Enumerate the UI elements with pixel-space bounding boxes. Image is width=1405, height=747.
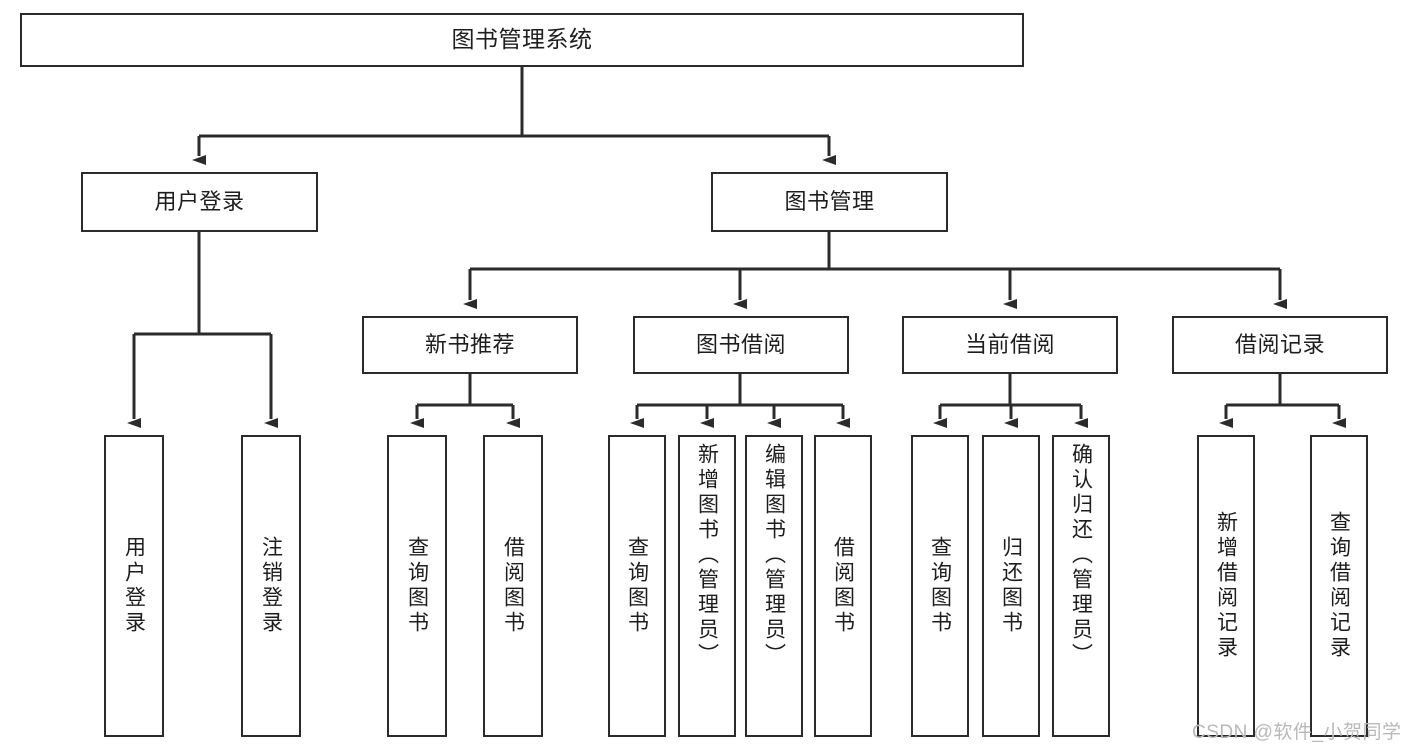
node-label: 图书管理系统 (451, 26, 593, 53)
node-label: 查询借阅记录 (1327, 511, 1351, 661)
node-borrow-record[interactable]: 借阅记录 (1172, 316, 1388, 374)
node-book-management[interactable]: 图书管理 (711, 172, 948, 232)
node-leaf-query-book-1[interactable]: 查询图书 (387, 435, 447, 737)
node-label: 借阅图书 (831, 536, 855, 636)
node-user-login[interactable]: 用户登录 (81, 172, 318, 232)
node-label: 图书借阅 (695, 331, 786, 357)
node-label: 新增图书（管理员） (695, 443, 719, 668)
node-label: 注销登录 (259, 536, 283, 636)
node-label: 借阅图书 (501, 536, 525, 636)
node-root[interactable]: 图书管理系统 (20, 13, 1024, 67)
node-label: 当前借阅 (964, 331, 1055, 357)
node-leaf-user-login[interactable]: 用户登录 (104, 435, 164, 737)
node-leaf-query-record[interactable]: 查询借阅记录 (1310, 435, 1368, 737)
node-label: 查询图书 (928, 536, 952, 636)
node-leaf-query-book-2[interactable]: 查询图书 (608, 435, 666, 737)
node-label: 确认归还（管理员） (1069, 443, 1093, 668)
node-label: 编辑图书（管理员） (762, 443, 786, 668)
node-leaf-query-book-3[interactable]: 查询图书 (911, 435, 969, 737)
node-label: 查询图书 (405, 536, 429, 636)
node-label: 用户登录 (154, 188, 245, 214)
node-label: 借阅记录 (1234, 331, 1325, 357)
node-label: 归还图书 (999, 536, 1023, 636)
node-book-borrow[interactable]: 图书借阅 (633, 316, 849, 374)
node-new-book-recommend[interactable]: 新书推荐 (362, 316, 578, 374)
node-leaf-borrow-book-2[interactable]: 借阅图书 (814, 435, 872, 737)
node-leaf-return-book[interactable]: 归还图书 (982, 435, 1040, 737)
node-leaf-edit-book[interactable]: 编辑图书（管理员） (745, 435, 803, 737)
node-label: 图书管理 (784, 188, 875, 214)
node-label: 新增借阅记录 (1214, 511, 1238, 661)
node-label: 新书推荐 (424, 331, 515, 357)
node-leaf-add-book[interactable]: 新增图书（管理员） (678, 435, 736, 737)
node-label: 用户登录 (122, 536, 146, 636)
node-leaf-confirm-return[interactable]: 确认归还（管理员） (1052, 435, 1110, 737)
node-current-borrow[interactable]: 当前借阅 (902, 316, 1118, 374)
node-leaf-borrow-book-1[interactable]: 借阅图书 (483, 435, 543, 737)
node-label: 查询图书 (625, 536, 649, 636)
node-leaf-add-record[interactable]: 新增借阅记录 (1197, 435, 1255, 737)
node-leaf-user-logout[interactable]: 注销登录 (241, 435, 301, 737)
connector-group (127, 67, 1346, 428)
